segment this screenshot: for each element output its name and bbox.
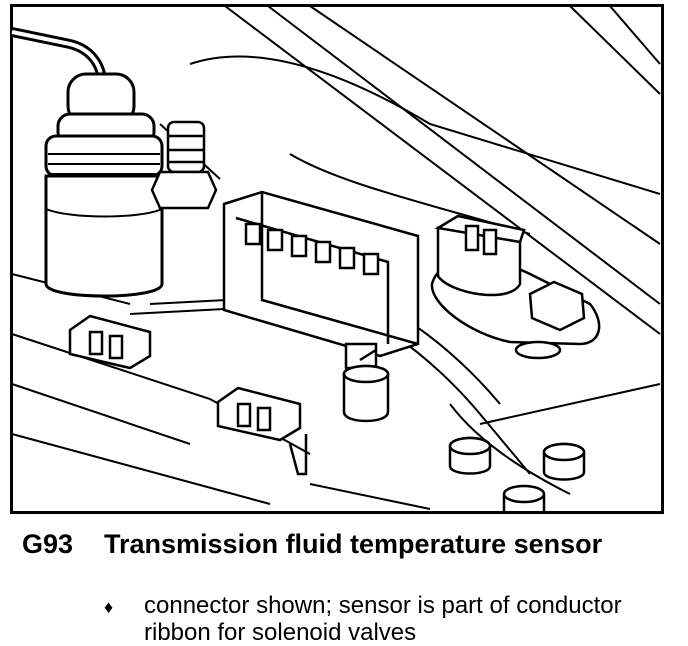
- main-connector-6pin: [222, 190, 420, 358]
- component-title: Transmission fluid temperature sensor: [104, 529, 603, 559]
- clip-lower-middle: [216, 386, 308, 476]
- clip-lower-left: [68, 314, 152, 370]
- transmission-diagram: [10, 4, 664, 514]
- hose-fitting: [10, 27, 164, 298]
- bullet-icon: ♦: [104, 597, 114, 617]
- connector-right: [430, 214, 601, 360]
- bolt-left: [150, 120, 218, 210]
- component-code: G93: [22, 529, 74, 559]
- component-note: connector shown; sensor is part of condu…: [144, 592, 622, 646]
- sensor-g93: [342, 342, 390, 423]
- bosses: [448, 436, 586, 514]
